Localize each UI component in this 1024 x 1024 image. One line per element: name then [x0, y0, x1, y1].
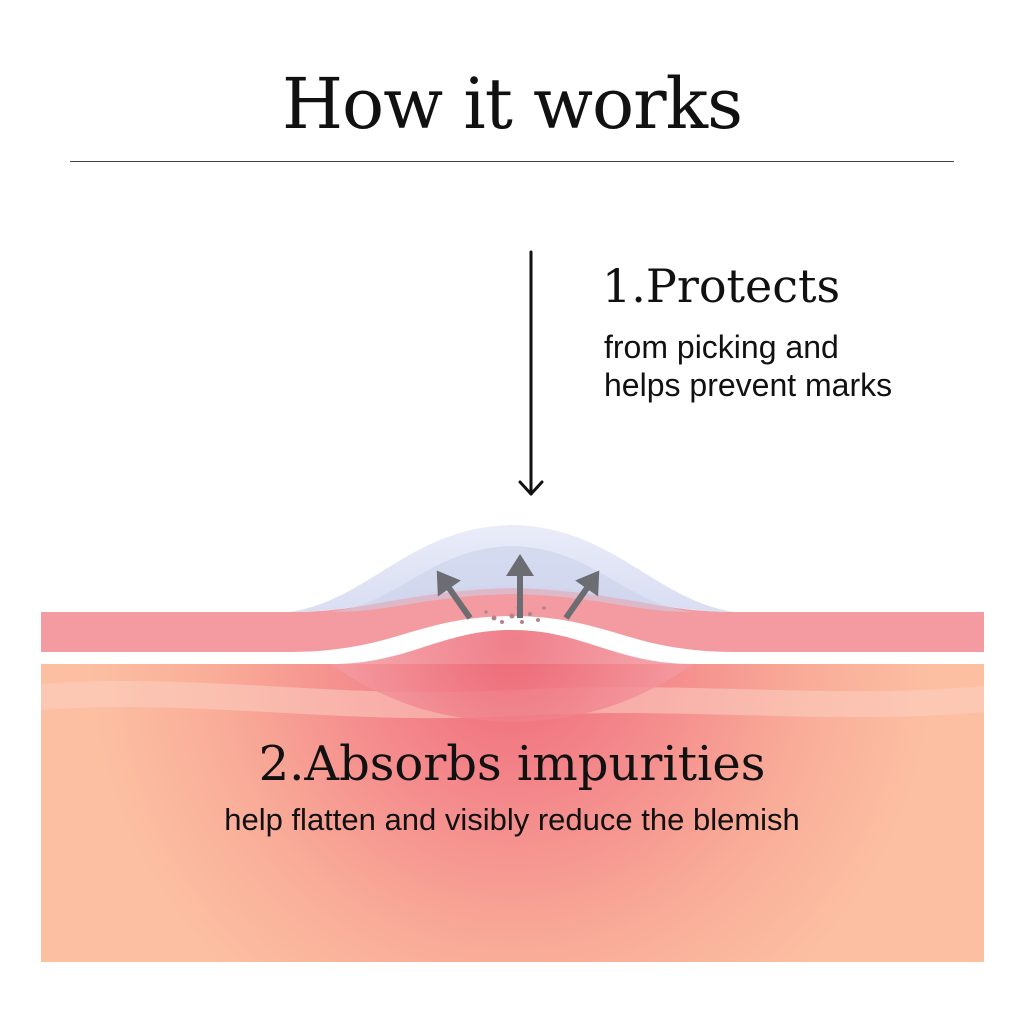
skin-separator-line: [41, 615, 984, 664]
title-divider: [70, 161, 954, 162]
impurity-dots: [484, 606, 546, 624]
up-arrow-icon: [436, 570, 473, 620]
step1-description-line: helps prevent marks: [604, 367, 893, 403]
step2-heading: 2.Absorbs impurities: [258, 736, 766, 792]
step2-description: help flatten and visibly reduce the blem…: [224, 802, 800, 837]
step1-description-line: from picking and: [604, 329, 839, 365]
step1-heading: 1.Protects: [602, 259, 841, 313]
up-arrow-icon: [506, 554, 534, 618]
blemish-area: [330, 630, 694, 722]
absorb-arrows: [436, 554, 600, 620]
page-title: How it works: [282, 63, 743, 145]
patch-inner: [330, 546, 694, 612]
up-arrow-icon: [563, 570, 600, 620]
step1-description: from picking and helps prevent marks: [604, 328, 1004, 404]
down-arrow-icon: [518, 250, 544, 496]
